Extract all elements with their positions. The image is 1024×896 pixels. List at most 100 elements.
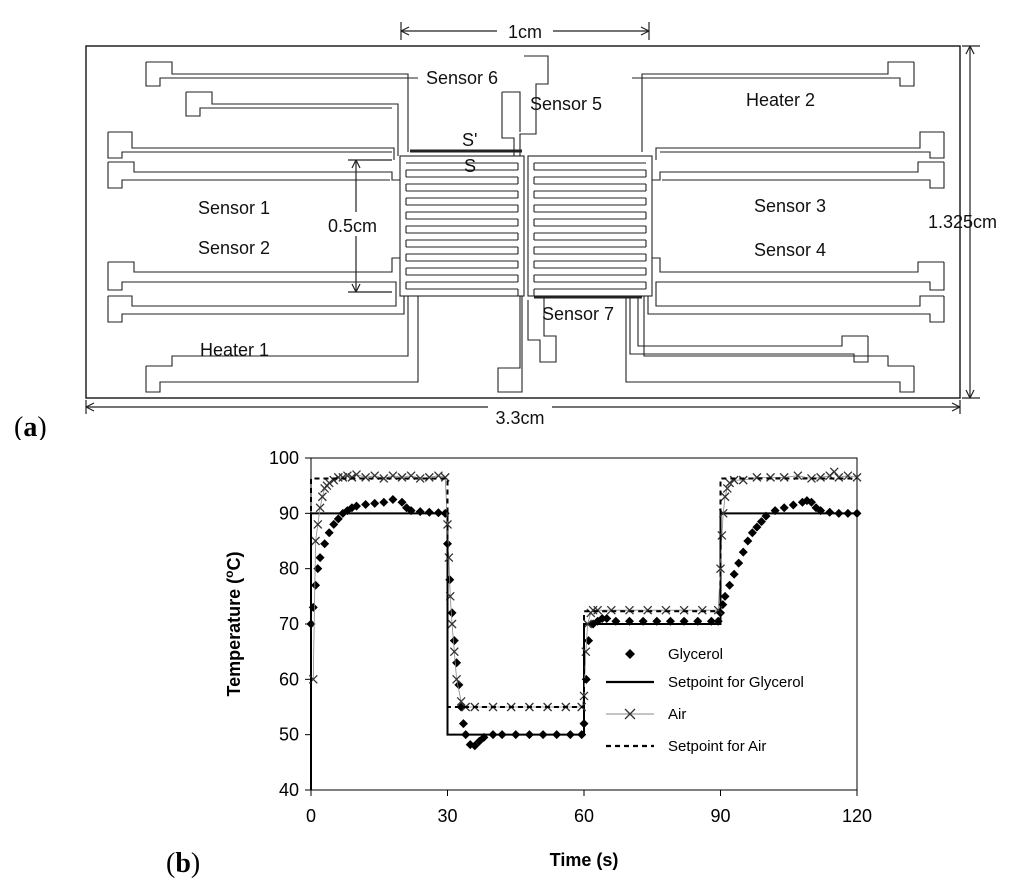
data-point	[415, 474, 425, 483]
data-point	[713, 605, 723, 615]
data-point	[788, 500, 798, 510]
series-setpoint-for-air	[310, 477, 857, 790]
data-point	[584, 636, 594, 646]
data-point	[779, 503, 789, 513]
sensor-grid-left	[399, 155, 525, 297]
legend-item: Air	[606, 706, 686, 723]
data-point	[352, 470, 361, 480]
y-axis-title-sup: o	[222, 570, 236, 577]
data-point	[443, 519, 452, 529]
legend-label: Air	[668, 706, 686, 723]
series-layer	[306, 467, 862, 790]
data-point	[716, 564, 725, 574]
y-axis-ticks: 40 50 60 70 80 90 100	[269, 448, 311, 800]
data-point	[593, 605, 603, 615]
data-point	[440, 472, 450, 482]
data-point	[697, 605, 707, 615]
y-tick-label: 100	[269, 448, 299, 468]
data-point	[449, 647, 459, 657]
dimension-label-1cm: 1cm	[508, 22, 542, 42]
dimension-label-1325cm: 1.325cm	[928, 212, 997, 232]
data-point	[738, 475, 748, 485]
label-s-prime: S'	[462, 130, 477, 150]
x-tick-label: 60	[574, 806, 594, 826]
data-point	[379, 474, 389, 483]
y-tick-label: 70	[279, 614, 299, 634]
data-point	[311, 580, 321, 590]
data-point	[625, 605, 634, 615]
data-point	[579, 691, 589, 701]
series-line	[310, 512, 857, 790]
data-point	[661, 605, 671, 615]
series-setpoint-for-glycerol	[310, 512, 857, 790]
data-point	[315, 553, 325, 563]
x-tick-label: 0	[306, 806, 316, 826]
data-point	[452, 674, 462, 684]
data-point	[729, 569, 739, 579]
data-point	[852, 472, 862, 482]
traces-left-bottom	[107, 257, 419, 393]
legend-swatch	[625, 649, 635, 659]
data-point	[329, 519, 339, 529]
y-axis-title: Temperature (oC)	[222, 551, 244, 696]
data-point	[379, 497, 389, 507]
y-axis-title-tail: C)	[224, 551, 244, 570]
data-point	[734, 558, 744, 568]
data-point	[766, 472, 776, 482]
traces-right-top	[632, 61, 945, 189]
chip-layout-diagram: 1cm 1.325cm 3.3cm 0.5cm	[14, 20, 997, 440]
x-tick-label: 90	[710, 806, 730, 826]
y-tick-label: 50	[279, 725, 299, 745]
data-point	[361, 472, 371, 482]
data-point	[361, 499, 371, 509]
y-tick-label: 90	[279, 503, 299, 523]
data-point	[311, 536, 321, 546]
data-point	[465, 740, 475, 750]
legend-item: Setpoint for Glycerol	[606, 674, 804, 691]
y-tick-label: 80	[279, 559, 299, 579]
label-sensor1: Sensor 1	[198, 198, 270, 218]
label-sensor5: Sensor 5	[530, 94, 602, 114]
legend-item: Glycerol	[625, 646, 723, 663]
data-point	[320, 539, 330, 549]
sensor-grid-right	[527, 155, 653, 297]
data-point	[458, 719, 468, 729]
data-point	[352, 501, 361, 511]
data-point	[679, 605, 689, 615]
label-sensor2: Sensor 2	[198, 238, 270, 258]
data-point	[816, 472, 826, 482]
panel-b-label: (b)	[166, 848, 200, 879]
data-point	[424, 507, 434, 517]
x-tick-label: 120	[842, 806, 872, 826]
data-point	[329, 475, 339, 485]
panel-b-letter: b	[175, 848, 191, 879]
y-tick-label: 40	[279, 780, 299, 800]
data-point	[474, 736, 484, 746]
panel-a-label: (a)	[14, 412, 47, 440]
data-point	[807, 497, 816, 507]
data-point	[797, 497, 807, 507]
legend-label: Setpoint for Glycerol	[668, 674, 804, 691]
data-point	[722, 483, 732, 493]
traces-right-bottom	[625, 257, 945, 393]
data-point	[449, 636, 459, 646]
data-point	[725, 478, 735, 488]
label-sensor4: Sensor 4	[754, 240, 826, 260]
serpentine-trace	[533, 162, 647, 296]
data-point	[317, 492, 327, 502]
data-point	[725, 580, 735, 590]
traces-center	[497, 55, 557, 393]
series-line	[310, 477, 857, 790]
panel-a-letter: a	[23, 412, 37, 440]
data-point	[829, 467, 839, 477]
data-point	[397, 472, 407, 482]
label-sensor7: Sensor 7	[542, 304, 614, 324]
y-tick-label: 60	[279, 669, 299, 689]
data-point	[447, 619, 457, 629]
legend-label: Setpoint for Air	[668, 738, 766, 755]
traces-left-top	[107, 61, 418, 189]
data-point	[779, 472, 789, 482]
data-point	[752, 522, 762, 532]
